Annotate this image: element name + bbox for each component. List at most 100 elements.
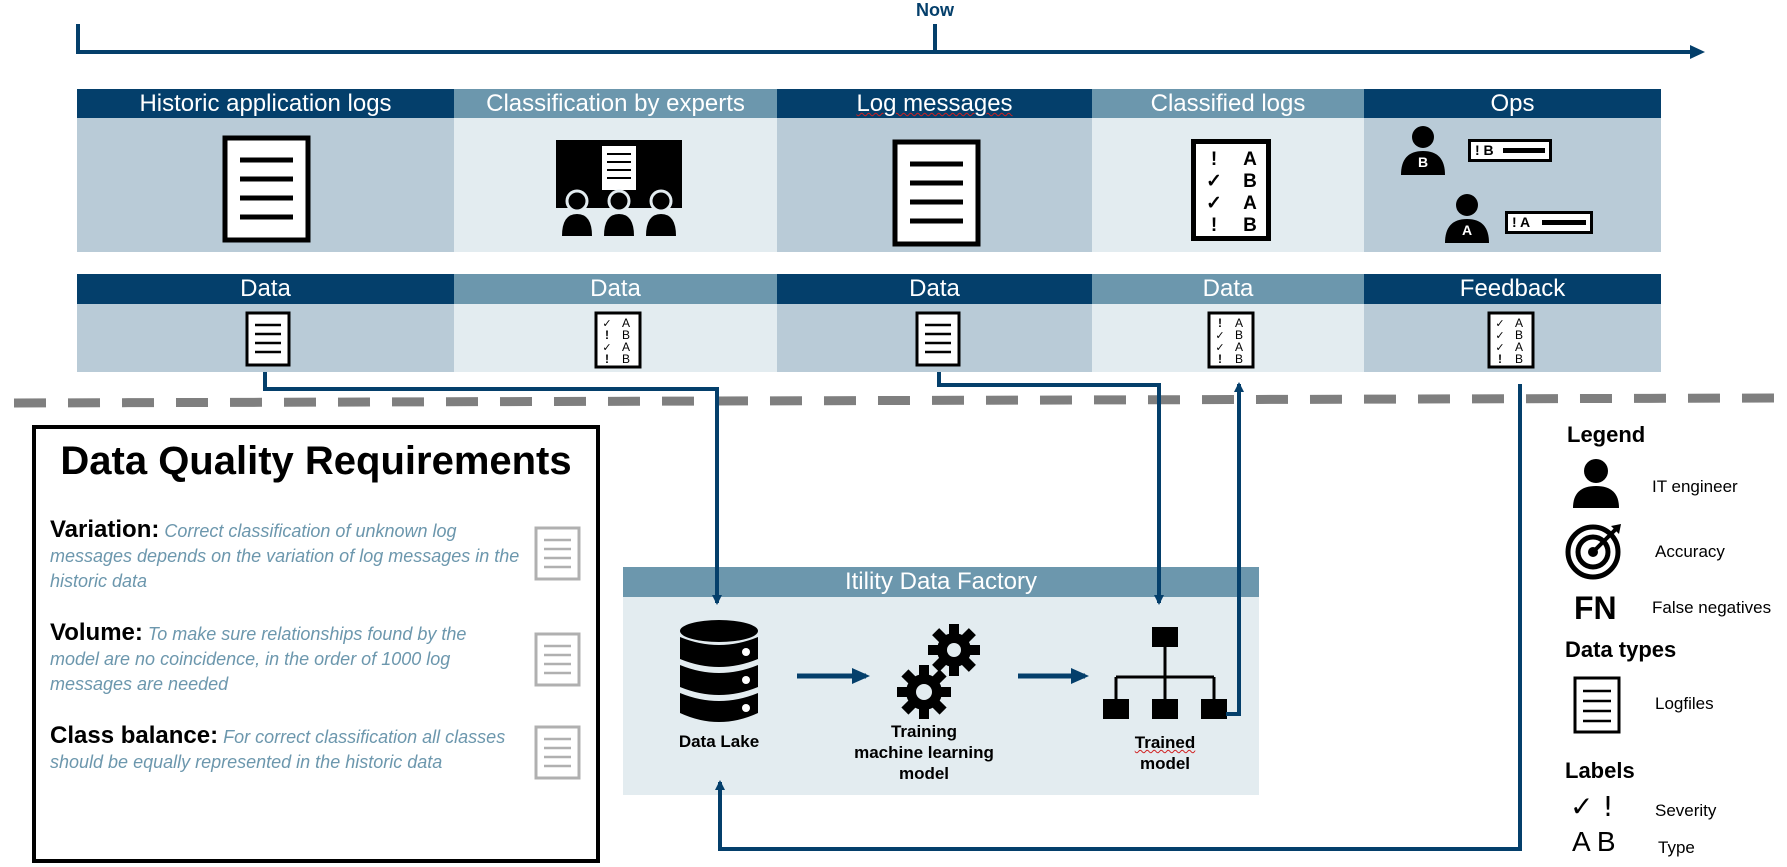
hierarchy-icon bbox=[1103, 627, 1227, 719]
severity-mark: ! bbox=[1210, 215, 1218, 236]
svg-text:A: A bbox=[1235, 316, 1243, 330]
data-factory-title: Itility Data Factory bbox=[623, 567, 1259, 597]
classified-document-icon: ! ✓ ✓ ! A B A B bbox=[1207, 311, 1255, 369]
header-historic-logs: Historic application logs bbox=[77, 89, 454, 118]
cell-data-2: ✓ ! ✓ ! A B A B bbox=[454, 304, 777, 372]
header-data-1: Data bbox=[77, 274, 454, 304]
svg-text:✓: ✓ bbox=[1495, 317, 1504, 330]
svg-text:B: B bbox=[622, 352, 630, 366]
feedback-bar-label: ! B bbox=[1475, 142, 1494, 158]
svg-text:A: A bbox=[1515, 316, 1523, 330]
trained-label-word: Trained bbox=[1134, 733, 1196, 752]
cell-classified-logs: ! ✓ ✓ ! A B A B bbox=[1092, 118, 1364, 252]
severity-symbols: ✓ ! bbox=[1570, 790, 1614, 823]
data-lake-label: Data Lake bbox=[678, 732, 760, 751]
type-symbols: A B bbox=[1572, 826, 1616, 857]
classified-document-icon: ! ✓ ✓ ! A B A B bbox=[1191, 139, 1271, 241]
svg-text:✓: ✓ bbox=[602, 341, 611, 354]
trained-label-line: model bbox=[1139, 754, 1191, 773]
svg-text:✓: ✓ bbox=[1215, 329, 1224, 342]
svg-text:✓: ✓ bbox=[602, 317, 611, 330]
type-mark: B bbox=[1243, 171, 1257, 192]
document-icon bbox=[245, 311, 291, 367]
svg-text:B: B bbox=[1515, 352, 1523, 366]
it-engineer-icon bbox=[1445, 194, 1489, 243]
svg-text:✓: ✓ bbox=[1495, 329, 1504, 342]
legend-it-engineer: IT engineer bbox=[1652, 477, 1738, 496]
svg-text:!: ! bbox=[1218, 352, 1222, 366]
header-classified-logs: Classified logs bbox=[1092, 89, 1364, 118]
type-mark: A bbox=[1243, 149, 1257, 170]
gears-icon bbox=[897, 624, 980, 719]
training-label-line: model bbox=[898, 764, 950, 783]
severity-mark: ! bbox=[1210, 149, 1218, 170]
document-icon bbox=[915, 311, 961, 367]
header-classification-experts: Classification by experts bbox=[454, 89, 777, 118]
svg-text:✓: ✓ bbox=[1495, 341, 1504, 354]
legend-data-types-title: Data types bbox=[1565, 637, 1677, 662]
severity-mark: ✓ bbox=[1206, 193, 1222, 214]
type-column: A B A B bbox=[1240, 149, 1260, 237]
data-quality-panel: Data Quality Requirements Variation: Cor… bbox=[32, 425, 600, 863]
feedback-bar-label: ! A bbox=[1512, 214, 1531, 230]
training-label-line: machine learning bbox=[849, 742, 999, 763]
cell-data-4: ! ✓ ✓ ! A B A B bbox=[1092, 304, 1364, 372]
experts-presentation-icon bbox=[556, 140, 682, 236]
legend-accuracy: Accuracy bbox=[1655, 542, 1725, 561]
logfile-icon bbox=[1573, 676, 1621, 734]
legend-type: Type bbox=[1658, 838, 1695, 857]
legend-labels-title: Labels bbox=[1565, 758, 1635, 783]
requirement-class-balance: Class balance: For correct classificatio… bbox=[50, 723, 520, 775]
feedback-bar-line bbox=[1542, 220, 1586, 225]
svg-text:A: A bbox=[622, 316, 630, 330]
data-quality-title: Data Quality Requirements bbox=[60, 439, 572, 483]
trained-model-label: Trained model bbox=[1095, 732, 1235, 774]
training-label-word: machine learning bbox=[854, 743, 994, 762]
it-engineer-icon bbox=[1573, 459, 1619, 508]
type-mark: A bbox=[1243, 193, 1257, 214]
cell-data-3 bbox=[777, 304, 1092, 372]
severity-mark: ✓ bbox=[1206, 171, 1222, 192]
engineer-badge: B bbox=[1417, 154, 1429, 170]
false-negatives-symbol: FN bbox=[1574, 590, 1617, 626]
header-feedback: Feedback bbox=[1364, 274, 1661, 304]
requirement-text: For correct classification all classes s… bbox=[50, 727, 506, 772]
svg-text:A: A bbox=[1235, 340, 1243, 354]
type-mark: B bbox=[1243, 215, 1257, 236]
legend-title: Legend bbox=[1567, 422, 1646, 447]
document-icon bbox=[892, 139, 981, 247]
svg-text:B: B bbox=[622, 328, 630, 342]
legend-severity: Severity bbox=[1655, 801, 1717, 820]
requirement-label: Class balance: bbox=[50, 722, 219, 749]
legend-false-negatives: False negatives bbox=[1652, 598, 1772, 617]
classified-document-icon: ✓ ✓ ✓ ! A B A B bbox=[1487, 311, 1535, 369]
feedback-bar: ! A bbox=[1505, 211, 1593, 234]
header-log-messages-label: Log messages bbox=[856, 90, 1013, 117]
requirement-label: Variation: bbox=[50, 516, 160, 543]
svg-text:!: ! bbox=[1218, 316, 1222, 330]
now-label: Now bbox=[916, 0, 954, 20]
svg-text:!: ! bbox=[1498, 352, 1502, 366]
svg-text:✓: ✓ bbox=[1215, 341, 1224, 354]
data-factory-panel: Itility Data Factory Data Lake bbox=[623, 567, 1259, 795]
training-label-line: Training bbox=[890, 722, 958, 741]
document-icon bbox=[534, 725, 581, 780]
header-data-4: Data bbox=[1092, 274, 1364, 304]
timeline-arrowhead bbox=[1690, 45, 1705, 59]
svg-text:B: B bbox=[1235, 352, 1243, 366]
feedback-bar: ! B bbox=[1468, 139, 1552, 162]
engineer-badge: A bbox=[1461, 222, 1473, 238]
header-data-3: Data bbox=[777, 274, 1092, 304]
svg-text:!: ! bbox=[605, 328, 609, 342]
feedback-bar-line bbox=[1503, 148, 1545, 153]
cell-historic-logs bbox=[77, 118, 454, 252]
requirement-text: To make sure relationships found by the … bbox=[50, 624, 467, 694]
document-icon bbox=[222, 135, 311, 243]
separator-dashed-line bbox=[13, 393, 1776, 408]
svg-text:!: ! bbox=[605, 352, 609, 366]
cell-ops: B ! B A ! A bbox=[1364, 118, 1661, 252]
classified-document-icon: ✓ ! ✓ ! A B A B bbox=[594, 311, 642, 369]
requirement-label: Volume: bbox=[50, 619, 143, 646]
cell-feedback: ✓ ✓ ✓ ! A B A B bbox=[1364, 304, 1661, 372]
svg-text:B: B bbox=[1235, 328, 1243, 342]
